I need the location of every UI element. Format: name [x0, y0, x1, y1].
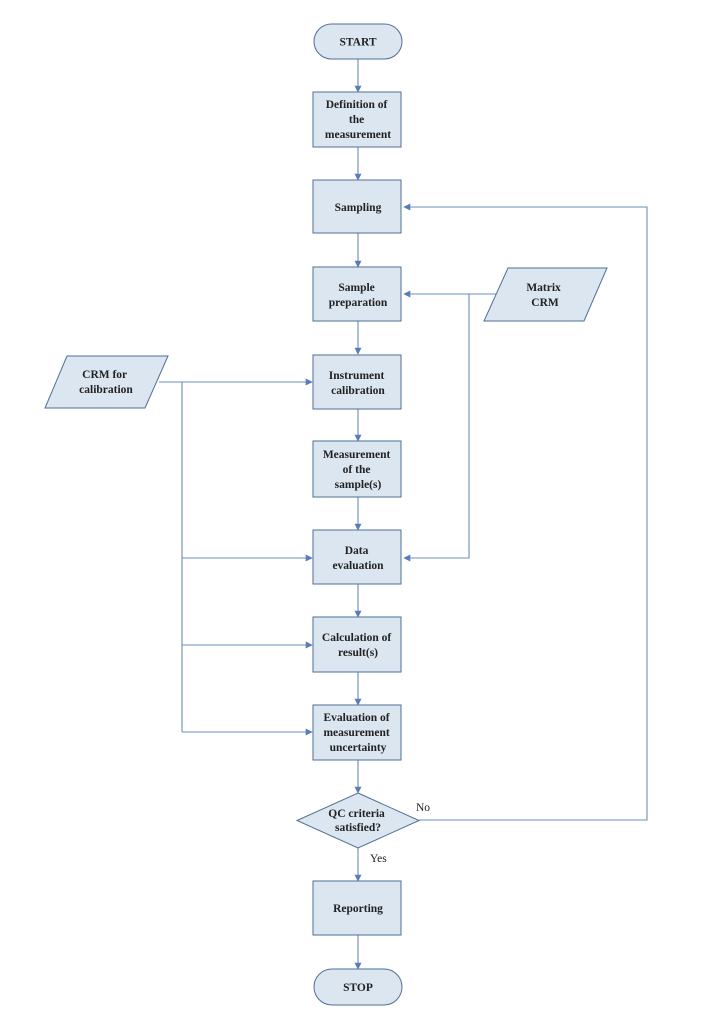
- sample-preparation-line-2: preparation: [329, 297, 388, 309]
- sampling-line-1: Sampling: [335, 202, 382, 214]
- node-uncertainty: Evaluation of measurement uncertainty: [312, 704, 402, 761]
- data-evaluation-line-1: Data: [345, 545, 369, 557]
- qc-yes-label: Yes: [370, 853, 387, 865]
- edge-matrix-to-evaluation: [403, 294, 470, 562]
- measurement-sample-line-3: sample(s): [335, 479, 382, 491]
- qc-label: QC criteria satisfied?: [328, 808, 387, 834]
- instrument-calibration-label: Instrument calibration: [329, 370, 387, 397]
- measurement-sample-line-2: of the: [343, 464, 371, 476]
- crm-calibration-label: CRM for calibration: [79, 369, 133, 396]
- node-matrix-crm: Matrix CRM: [483, 267, 608, 322]
- crm-calibration-line-1: CRM for: [82, 369, 127, 381]
- calculation-line-2: result(s): [338, 647, 378, 659]
- reporting-box: [312, 880, 402, 936]
- measurement-sample-line-1: Measurement: [323, 449, 391, 461]
- node-crm-calibration: CRM for calibration: [44, 355, 169, 409]
- measurement-sample-label: Measurement of the sample(s): [323, 449, 393, 491]
- instrument-calibration-box: [312, 354, 402, 410]
- matrix-crm-line-1: Matrix: [526, 282, 561, 294]
- connectors: [159, 59, 648, 970]
- sample-preparation-box: [312, 266, 402, 322]
- uncertainty-box: [312, 704, 402, 761]
- sampling-label: Sampling: [335, 202, 382, 214]
- reporting-label: Reporting: [333, 903, 383, 915]
- uncertainty-line-1: Evaluation of: [323, 712, 389, 724]
- data-evaluation-box: [312, 529, 402, 585]
- qc-line-2: satisfied?: [335, 822, 381, 834]
- stop-label: STOP: [343, 982, 373, 994]
- sample-preparation-label: Sample preparation: [329, 282, 388, 309]
- node-instrument-calibration: Instrument calibration: [312, 354, 402, 410]
- sampling-box: [312, 179, 402, 234]
- data-evaluation-label: Data evaluation: [332, 545, 384, 572]
- crm-calibration-line-2: calibration: [79, 384, 133, 396]
- definition-label: Definition of the measurement: [325, 99, 391, 141]
- matrix-crm-line-2: CRM: [531, 297, 559, 309]
- measurement-sample-box: [312, 440, 402, 498]
- uncertainty-line-2: measurement: [323, 727, 389, 739]
- sample-preparation-line-1: Sample: [338, 282, 374, 294]
- qc-line-1: QC criteria: [328, 808, 385, 820]
- node-stop: STOP: [313, 968, 403, 1006]
- node-start: START: [313, 23, 403, 60]
- node-measurement-sample: Measurement of the sample(s): [312, 440, 402, 498]
- stop-terminator: [313, 968, 403, 1006]
- node-sampling: Sampling: [312, 179, 402, 234]
- uncertainty-label: Evaluation of measurement uncertainty: [323, 712, 392, 754]
- definition-line-2: the: [349, 114, 364, 126]
- qc-no-label: No: [416, 802, 430, 814]
- matrix-crm-parallelogram: [483, 267, 608, 322]
- uncertainty-line-3: uncertainty: [330, 742, 387, 754]
- definition-box: [312, 91, 402, 148]
- qc-diamond: [295, 792, 421, 849]
- start-label: START: [339, 37, 376, 49]
- node-qc-decision: QC criteria satisfied?: [295, 792, 421, 849]
- start-terminator: [313, 23, 403, 60]
- instrument-calibration-line-1: Instrument: [329, 370, 385, 382]
- node-definition: Definition of the measurement: [312, 91, 402, 148]
- data-evaluation-line-2: evaluation: [332, 560, 384, 572]
- instrument-calibration-line-2: calibration: [331, 385, 385, 397]
- calculation-label: Calculation of result(s): [322, 632, 394, 659]
- calculation-line-1: Calculation of: [322, 632, 391, 644]
- calculation-box: [312, 616, 402, 673]
- edge-qc-no-to-sampling: [403, 203, 648, 821]
- definition-line-1: Definition of: [326, 99, 388, 111]
- crm-calibration-parallelogram: [44, 355, 169, 409]
- node-sample-preparation: Sample preparation: [312, 266, 402, 322]
- matrix-crm-label: Matrix CRM: [526, 282, 563, 309]
- node-reporting: Reporting: [312, 880, 402, 936]
- node-data-evaluation: Data evaluation: [312, 529, 402, 585]
- reporting-line-1: Reporting: [333, 903, 383, 915]
- definition-line-3: measurement: [325, 129, 391, 141]
- node-calculation: Calculation of result(s): [312, 616, 402, 673]
